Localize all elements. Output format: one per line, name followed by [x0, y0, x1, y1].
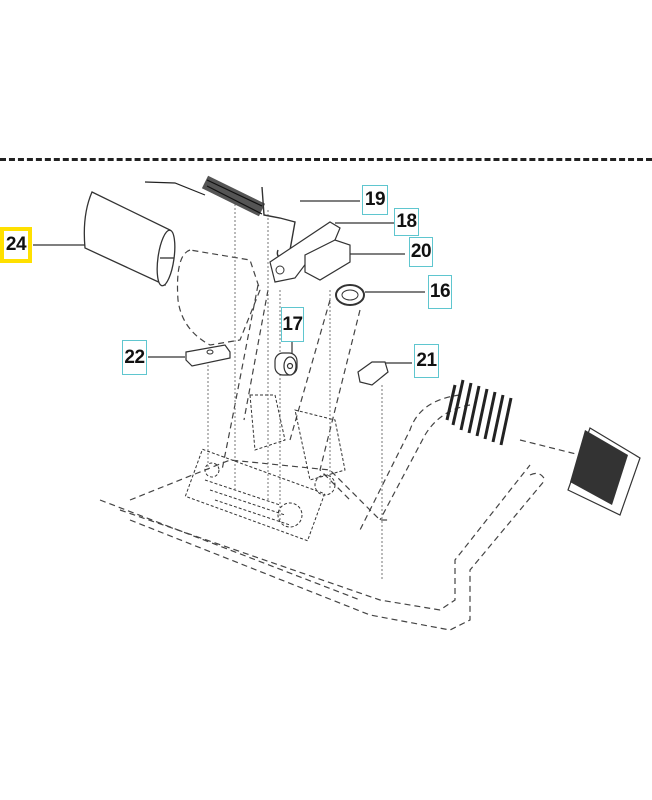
callout-17[interactable]: 17	[281, 307, 304, 342]
sleeve-24-icon	[83, 191, 176, 287]
plate-22-icon	[185, 344, 231, 367]
clip-21-icon	[357, 361, 389, 386]
ribbed-pedal-pad-icon	[445, 379, 513, 446]
callout-21[interactable]: 21	[414, 344, 439, 378]
bushing-block-20-icon	[304, 239, 351, 281]
callout-22[interactable]: 22	[122, 340, 147, 375]
callout-24[interactable]: 24	[0, 227, 32, 263]
callout-19[interactable]: 19	[362, 185, 388, 215]
roller-17-icon	[274, 352, 298, 376]
wire-clip-19-icon	[261, 186, 296, 259]
bearing-16-icon	[335, 284, 365, 306]
callout-20[interactable]: 20	[409, 237, 433, 267]
callout-18[interactable]: 18	[394, 208, 419, 236]
pedal-pad-icon	[567, 427, 641, 516]
spring-icon	[144, 175, 266, 217]
section-divider	[0, 158, 652, 161]
callout-16[interactable]: 16	[428, 275, 452, 309]
